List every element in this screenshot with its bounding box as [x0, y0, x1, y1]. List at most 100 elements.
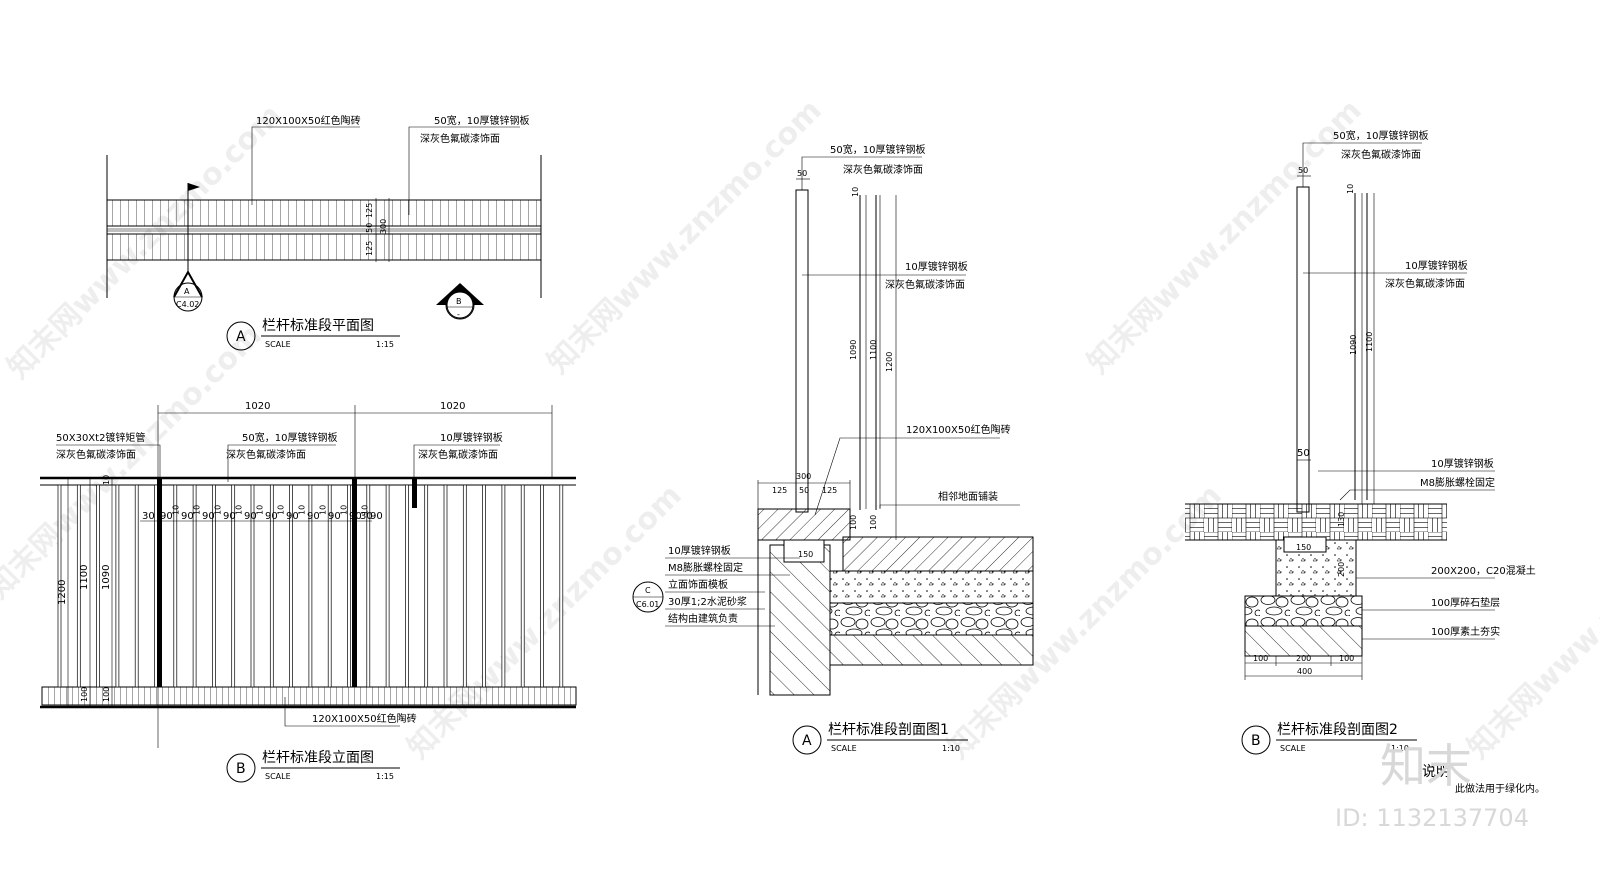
label-plate: 50宽，10厚镀锌钢板	[242, 431, 337, 444]
picket	[250, 484, 255, 688]
picket	[115, 484, 120, 688]
spacing-label: 90	[202, 511, 215, 522]
spacing-label: 90	[286, 511, 299, 522]
spacing-label: 90	[307, 511, 320, 522]
marker-sheet: C4.02	[176, 300, 199, 309]
label-brick: 120X100X50红色陶砖	[906, 423, 1011, 436]
dim-label: 1090	[101, 565, 112, 590]
label-plate: 50宽，10厚镀锌钢板	[1333, 129, 1428, 142]
label-steel-finish: 深灰色氟碳漆饰面	[885, 278, 965, 291]
label-left: M8膨胀螺栓固定	[668, 561, 743, 574]
section-marker-b: B -	[436, 283, 484, 320]
spacing-label: 10	[361, 505, 370, 515]
picket	[212, 484, 216, 688]
scale-label: SCALE	[265, 772, 291, 781]
marker-letter: C	[645, 586, 651, 595]
dim-label: 1090	[1349, 335, 1358, 355]
spacing-label: 10	[172, 505, 181, 515]
section-view-2: 50 10 50宽，10厚镀锌钢板 深灰色氟碳漆饰面 10厚镀锌钢板 深灰色氟碳…	[1185, 129, 1545, 795]
label-right: 10厚镀锌钢板	[1431, 457, 1494, 470]
dim-label: 300	[379, 219, 388, 234]
label-plate: 50宽，10厚镀锌钢板	[830, 143, 925, 156]
spacing-label: 90	[349, 511, 362, 522]
label-steel-finish: 深灰色氟碳漆饰面	[1385, 277, 1465, 290]
label-left: 结构由建筑负责	[668, 612, 738, 625]
picket	[192, 484, 197, 688]
dim-label: 10	[102, 475, 111, 485]
spacing-label: 10	[319, 505, 328, 515]
scale-value: 1:10	[942, 744, 960, 753]
watermark-text: 知末网www.znzmo.com	[541, 93, 829, 381]
label-left: 30厚1;2水泥砂浆	[668, 595, 747, 608]
marker-letter: B	[456, 297, 462, 306]
picket	[173, 484, 178, 688]
scale-label: SCALE	[1280, 744, 1306, 753]
label-plate-finish: 深灰色氟碳漆饰面	[1341, 148, 1421, 161]
watermark-text: 知末网www.znzmo.com	[1081, 93, 1369, 381]
dim-label: 100	[80, 687, 89, 702]
label-plate-finish: 深灰色氟碳漆饰面	[843, 163, 923, 176]
label-tube: 50X30Xt2镀锌矩管	[56, 431, 145, 444]
title-letter: B	[1251, 733, 1261, 749]
label-plate-10: 10厚镀锌钢板	[440, 431, 503, 444]
title-letter: A	[236, 329, 246, 345]
drawing-title: 栏杆标准段平面图	[262, 318, 374, 334]
dim-label: 125	[365, 241, 374, 256]
picket	[559, 484, 564, 688]
dim-label: 50	[799, 486, 809, 495]
dim-label: 100	[1253, 654, 1268, 663]
spacing-label: 90	[160, 511, 173, 522]
label-right: 100厚碎石垫层	[1431, 596, 1500, 609]
spacing-label: 90	[223, 511, 236, 522]
marker-letter: A	[184, 287, 190, 296]
dim-label: 400	[1297, 667, 1312, 676]
brand-watermark: 知末	[1380, 739, 1472, 793]
dim-label: 150	[798, 550, 813, 559]
label-steel: 10厚镀锌钢板	[905, 260, 968, 273]
picket	[385, 484, 390, 688]
picket	[308, 484, 313, 688]
picket	[327, 484, 332, 688]
title-letter: A	[802, 733, 812, 749]
picket	[443, 484, 448, 688]
picket	[347, 484, 351, 688]
dim-label: 125	[365, 203, 374, 218]
dim-label: 1200	[57, 580, 68, 605]
label-right: 200X200，C20混凝土	[1431, 564, 1536, 577]
picket	[424, 484, 429, 688]
picket	[482, 484, 486, 688]
section-marker-c: C C6.01	[632, 581, 664, 613]
dim-label: 50	[365, 223, 374, 233]
spacing-label: 90	[265, 511, 278, 522]
spacing-label: 10	[340, 505, 349, 515]
drawing-title: 栏杆标准段立面图	[262, 750, 374, 766]
label-plate-finish: 深灰色氟碳漆饰面	[420, 132, 500, 145]
scale-value: 1:15	[376, 772, 394, 781]
dim-label: 1020	[245, 401, 270, 412]
dim-label: 150	[1296, 543, 1311, 552]
dim-label: 130	[1337, 512, 1346, 527]
scale-value: 1:10	[1391, 744, 1409, 753]
spacing-label: 90	[328, 511, 341, 522]
picket	[540, 484, 544, 688]
picket	[57, 484, 62, 688]
picket	[76, 484, 81, 688]
label-tube-finish: 深灰色氟碳漆饰面	[56, 448, 136, 461]
label-left: 立面饰面模板	[668, 578, 728, 591]
marker-sheet: -	[457, 310, 460, 319]
dim-label: 1090	[849, 340, 858, 360]
section-view-1: 50 10 50宽，10厚镀锌钢板 深灰色氟碳漆饰面 10厚镀锌钢板 深灰色氟碳…	[632, 143, 1034, 755]
label-steel: 10厚镀锌钢板	[1405, 259, 1468, 272]
picket	[366, 484, 371, 688]
scale-value: 1:15	[376, 340, 394, 349]
watermark-text: 知末网www.znzmo.com	[1461, 478, 1600, 766]
id-watermark: ID: 1132137704	[1335, 804, 1529, 832]
spacing-label: 10	[214, 505, 223, 515]
dim-label: 1100	[79, 565, 90, 590]
label-right: M8膨胀螺栓固定	[1420, 476, 1495, 489]
label-right: 100厚素土夯实	[1431, 625, 1500, 638]
dim-label: 100	[102, 687, 111, 702]
spacing-label: 10	[235, 505, 244, 515]
picket	[520, 484, 525, 688]
dim-label: 30	[142, 511, 155, 522]
